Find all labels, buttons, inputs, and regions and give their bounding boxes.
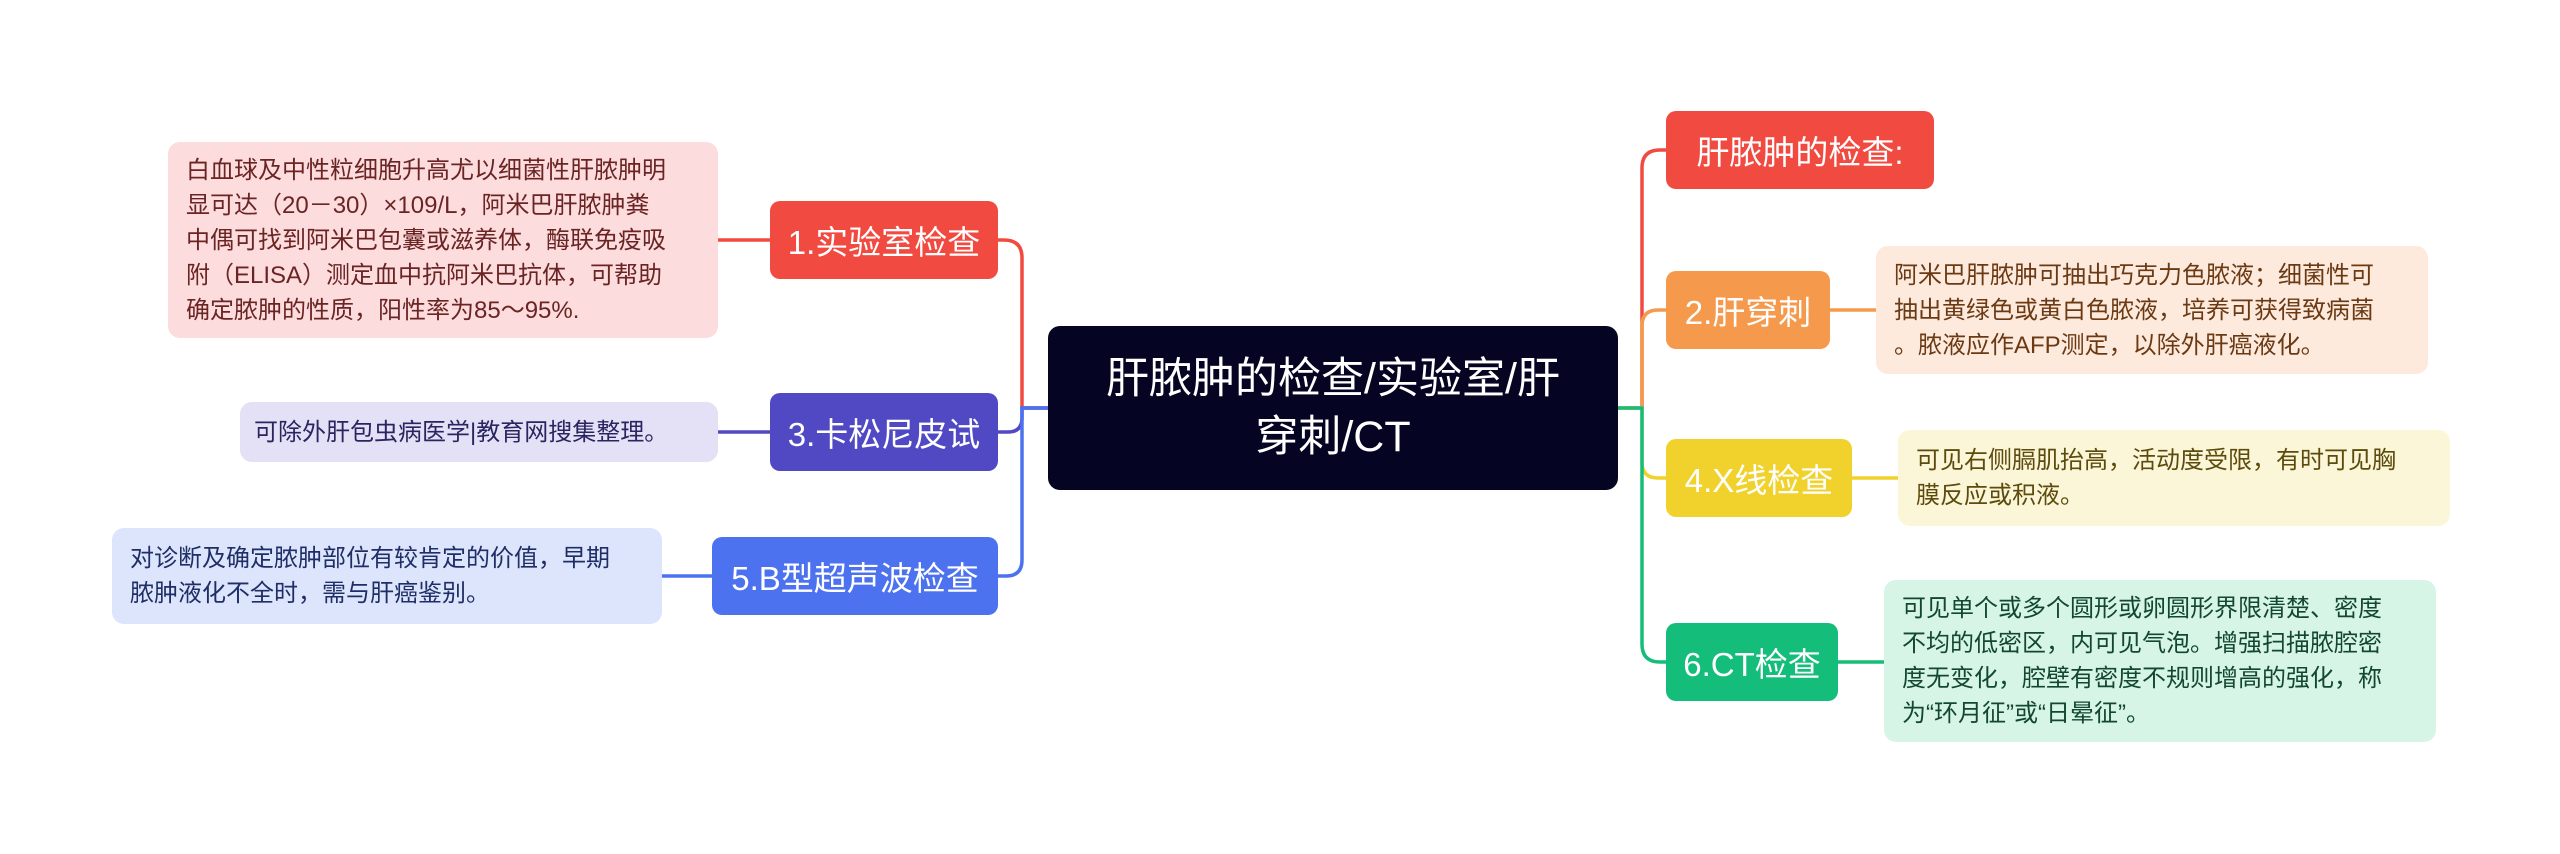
connector-root-heading	[1618, 148, 1666, 410]
note-ct[interactable]: 可见单个或多个圆形或卵圆形界限清楚、密度 不均的低密区，内可见气泡。增强扫描脓腔…	[1884, 580, 2436, 742]
branch-casoni-label: 3.卡松尼皮试	[787, 416, 981, 453]
note-xray-line: 可见右侧膈肌抬高，活动度受限，有时可见胸	[1916, 447, 2396, 474]
note-ct-line: 为“环月征”或“日晕征”。	[1902, 700, 2150, 727]
note-xray-text: 可见右侧膈肌抬高，活动度受限，有时可见胸 膜反应或积液。	[1916, 443, 2396, 513]
branch-puncture[interactable]: 2.肝穿刺	[1666, 271, 1830, 349]
branch-casoni[interactable]: 3.卡松尼皮试	[770, 393, 998, 471]
branch-xray[interactable]: 4.X线检查	[1666, 439, 1852, 517]
branch-ct[interactable]: 6.CT检查	[1666, 623, 1838, 701]
note-xray[interactable]: 可见右侧膈肌抬高，活动度受限，有时可见胸 膜反应或积液。	[1898, 430, 2450, 526]
connector-root-lab	[996, 238, 1048, 410]
branch-ultrasound-label: 5.B型超声波检查	[731, 560, 979, 597]
note-ultrasound-line: 对诊断及确定脓肿部位有较肯定的价值，早期	[130, 545, 610, 572]
note-lab-line: 显可达（20－30）×109/L，阿米巴肝脓肿粪	[186, 191, 650, 219]
note-lab[interactable]: 白血球及中性粒细胞升高尤以细菌性肝脓肿明 显可达（20－30）×109/L，阿米…	[168, 142, 718, 338]
note-ct-line: 可见单个或多个圆形或卵圆形界限清楚、密度	[1902, 595, 2382, 622]
note-ct-line: 不均的低密区，内可见气泡。增强扫描脓腔密	[1902, 630, 2382, 657]
branch-lab-label: 1.实验室检查	[787, 224, 981, 261]
connector-root-puncture	[1618, 308, 1666, 410]
note-lab-line: 附（ELISA）测定血中抗阿米巴抗体，可帮助	[186, 261, 663, 289]
branch-ct-label: 6.CT检查	[1683, 646, 1821, 683]
branch-heading[interactable]: 肝脓肿的检查:	[1666, 111, 1934, 189]
note-lab-line: 中偶可找到阿米巴包囊或滋养体，酶联免疫吸	[186, 226, 666, 254]
note-casoni-line: 可除外肝包虫病医学|教育网搜集整理。	[254, 418, 669, 446]
note-puncture-text: 阿米巴肝脓肿可抽出巧克力色脓液；细菌性可 抽出黄绿色或黄白色脓液，培养可获得致病…	[1894, 258, 2374, 363]
connector-root-ultrasound	[996, 406, 1048, 578]
branch-puncture-label: 2.肝穿刺	[1684, 294, 1812, 331]
note-xray-line: 膜反应或积液。	[1916, 482, 2084, 509]
root-title-line2: 穿刺/CT	[1255, 413, 1411, 461]
note-puncture-line: 。脓液应作AFP测定，以除外肝癌液化。	[1894, 331, 2325, 359]
branch-ultrasound[interactable]: 5.B型超声波检查	[712, 537, 998, 615]
branch-lab[interactable]: 1.实验室检查	[770, 201, 998, 279]
note-casoni-text: 可除外肝包虫病医学|教育网搜集整理。	[254, 415, 668, 450]
root-topic[interactable]: 肝脓肿的检查/实验室/肝 穿刺/CT	[1048, 326, 1618, 490]
note-lab-line: 确定脓肿的性质，阳性率为85～95%.	[186, 296, 580, 324]
note-ultrasound[interactable]: 对诊断及确定脓肿部位有较肯定的价值，早期 脓肿液化不全时，需与肝癌鉴别。	[112, 528, 662, 624]
note-puncture-line: 抽出黄绿色或黄白色脓液，培养可获得致病菌	[1894, 296, 2374, 324]
connector-root-ct	[1618, 406, 1666, 664]
note-ct-text: 可见单个或多个圆形或卵圆形界限清楚、密度 不均的低密区，内可见气泡。增强扫描脓腔…	[1902, 591, 2382, 731]
note-casoni[interactable]: 可除外肝包虫病医学|教育网搜集整理。	[240, 402, 718, 462]
note-lab-line: 白血球及中性粒细胞升高尤以细菌性肝脓肿明	[186, 156, 666, 184]
root-title-line1: 肝脓肿的检查/实验室/肝	[1106, 355, 1560, 403]
branch-heading-label: 肝脓肿的检查:	[1696, 134, 1904, 171]
note-ultrasound-text: 对诊断及确定脓肿部位有较肯定的价值，早期 脓肿液化不全时，需与肝癌鉴别。	[130, 541, 610, 611]
note-ct-line: 度无变化，腔壁有密度不规则增高的强化，称	[1902, 665, 2382, 692]
note-puncture[interactable]: 阿米巴肝脓肿可抽出巧克力色脓液；细菌性可 抽出黄绿色或黄白色脓液，培养可获得致病…	[1876, 246, 2428, 374]
note-lab-text: 白血球及中性粒细胞升高尤以细菌性肝脓肿明 显可达（20－30）×109/L，阿米…	[186, 153, 666, 328]
note-ultrasound-line: 脓肿液化不全时，需与肝癌鉴别。	[130, 580, 490, 607]
branch-xray-label: 4.X线检查	[1684, 462, 1834, 499]
note-puncture-line: 阿米巴肝脓肿可抽出巧克力色脓液；细菌性可	[1894, 261, 2374, 289]
